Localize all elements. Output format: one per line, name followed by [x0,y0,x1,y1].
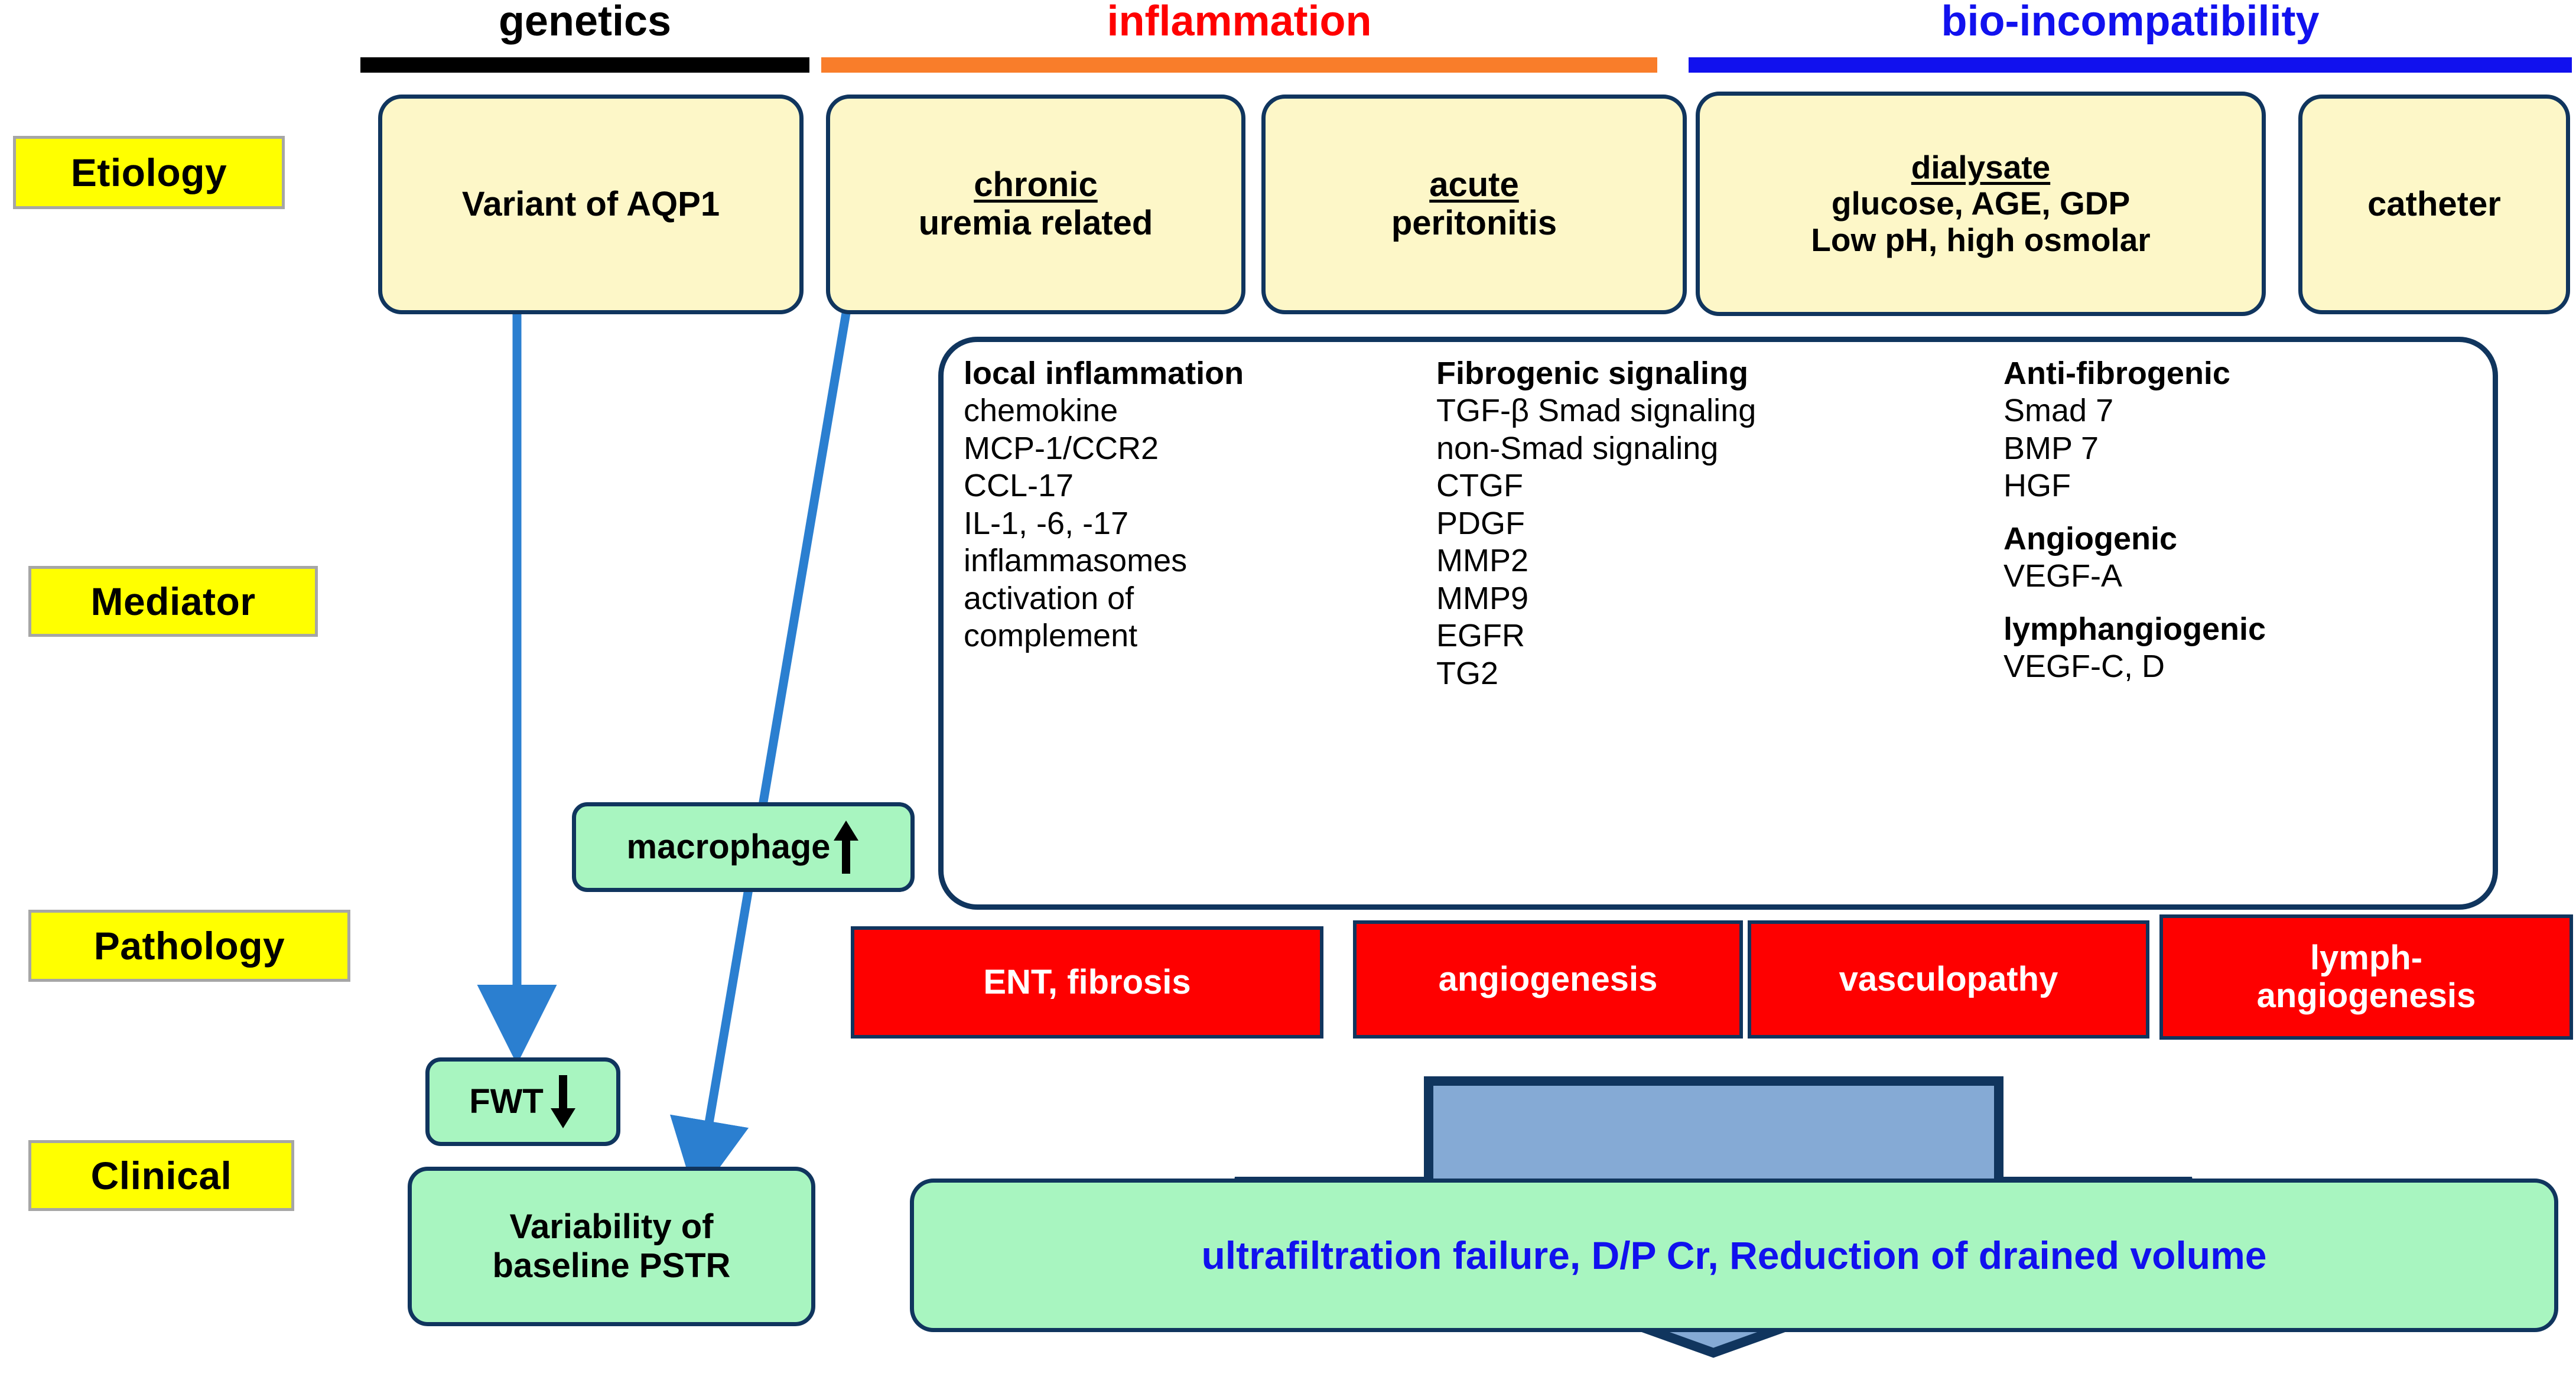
down-arrow-icon [550,1075,575,1128]
etiology-dialysate-line3: Low pH, high osmolar [1811,221,2151,258]
mediator-col2-item-0: TGF-β Smad signaling [1436,393,1757,429]
stage-label-etiology: Etiology [13,136,285,209]
stage-label-clinical: Clinical [28,1140,294,1211]
mediator-col2-item-1: non-Smad signaling [1436,430,1719,466]
arrow-chronic-to-pstr [669,312,851,1200]
pathology-box-vasculopathy[interactable]: vasculopathy [1748,920,2149,1039]
etiology-acute-title: acute [1429,165,1519,204]
etiology-box-dialysate[interactable]: dialysate glucose, AGE, GDP Low pH, high… [1696,92,2266,316]
pathology-box-2-label: vasculopathy [1839,960,2058,999]
column-bar-genetics [360,57,809,73]
column-bar-bio-incompatibility [1689,57,2572,73]
etiology-dialysate-title: dialysate [1911,148,2051,185]
mediator-col1-item-5: activation of [964,580,1134,616]
mediator-col3-heading2: Angiogenic [2003,520,2177,556]
mediator-col2-heading: Fibrogenic signaling [1436,356,1749,391]
column-title-genetics: genetics [498,0,672,45]
etiology-box-chronic[interactable]: chronic uremia related [826,95,1245,314]
macrophage-label: macrophage [626,827,831,866]
stage-label-pathology: Pathology [28,910,350,982]
stage-label-mediator: Mediator [28,566,318,637]
outcome-box[interactable]: ultrafiltration failure, D/P Cr, Reducti… [910,1179,2558,1332]
mediator-col3-heading: Anti-fibrogenic [2003,356,2230,391]
mediator-col3-item-1: BMP 7 [2003,430,2099,466]
pathology-box-1-label: angiogenesis [1438,960,1658,999]
mediator-col3-item-0: Smad 7 [2003,393,2114,429]
etiology-chronic-title: chronic [974,165,1098,204]
mediator-col2-item-7: TG2 [1436,655,1499,691]
etiology-box-aqp1[interactable]: Variant of AQP1 [378,95,804,314]
pathology-box-ent-fibrosis[interactable]: ENT, fibrosis [851,926,1323,1039]
etiology-dialysate-line2: glucose, AGE, GDP [1831,185,2131,222]
etiology-box-catheter[interactable]: catheter [2298,95,2570,314]
mediator-col1-item-6: complement [964,618,1138,654]
pathology-box-3-line1: lymph- [2310,939,2423,978]
mediator-col2-item-2: CTGF [1436,468,1523,504]
mediator-col1-item-3: IL-1, -6, -17 [964,505,1129,541]
etiology-acute-line2: peritonitis [1391,204,1557,242]
mediator-col1-item-4: inflammasomes [964,543,1188,579]
pathology-box-0-label: ENT, fibrosis [983,963,1191,1002]
mediator-column-local-inflammation: local inflammation chemokine MCP-1/CCR2 … [964,355,1436,899]
mediator-col3-item2-0: VEGF-A [2003,558,2123,594]
column-bar-inflammation [821,57,1657,73]
fwt-box[interactable]: FWT [425,1057,620,1146]
pathology-box-angiogenesis[interactable]: angiogenesis [1353,920,1743,1039]
mediator-col3-item-2: HGF [2003,468,2071,504]
mediator-col3-item3-0: VEGF-C, D [2003,649,2165,685]
mediator-panel: local inflammation chemokine MCP-1/CCR2 … [938,337,2498,910]
column-title-inflammation: inflammation [1107,0,1372,45]
mediator-col1-item-0: chemokine [964,393,1118,429]
mediator-col1-item-2: CCL-17 [964,468,1074,504]
macrophage-box[interactable]: macrophage [572,802,915,892]
etiology-chronic-line2: uremia related [918,204,1153,242]
outcome-label: ultrafiltration failure, D/P Cr, Reducti… [1201,1233,2267,1277]
mediator-col2-item-4: MMP2 [1436,543,1529,579]
mediator-col1-item-1: MCP-1/CCR2 [964,430,1159,466]
mediator-column-anti-fibrogenic: Anti-fibrogenic Smad 7 BMP 7 HGF Angioge… [2003,355,2453,899]
etiology-box-acute[interactable]: acute peritonitis [1261,95,1687,314]
mediator-col3-spacer-1 [2003,505,2453,520]
pstr-line2: baseline PSTR [492,1246,731,1285]
mediator-col3-heading3: lymphangiogenic [2003,611,2266,647]
mediator-col2-item-6: EGFR [1436,618,1526,654]
mediator-col1-heading: local inflammation [964,356,1244,391]
column-title-bio-incompatibility: bio-incompatibility [1941,0,2320,45]
pstr-box[interactable]: Variability of baseline PSTR [408,1167,815,1326]
fwt-label: FWT [469,1082,544,1121]
pathology-box-lymphangiogenesis[interactable]: lymph- angiogenesis [2159,914,2573,1040]
etiology-aqp1-label: Variant of AQP1 [461,184,720,223]
mediator-col3-spacer-2 [2003,595,2453,611]
pathology-box-3-line2: angiogenesis [2256,976,2476,1015]
mediator-col2-item-3: PDGF [1436,505,1526,541]
mediator-column-fibrogenic-signaling: Fibrogenic signaling TGF-β Smad signalin… [1436,355,2003,899]
pstr-line1: Variability of [509,1207,714,1246]
mediator-col2-item-5: MMP9 [1436,580,1529,616]
etiology-catheter-label: catheter [2367,184,2501,223]
up-arrow-icon [834,821,859,874]
